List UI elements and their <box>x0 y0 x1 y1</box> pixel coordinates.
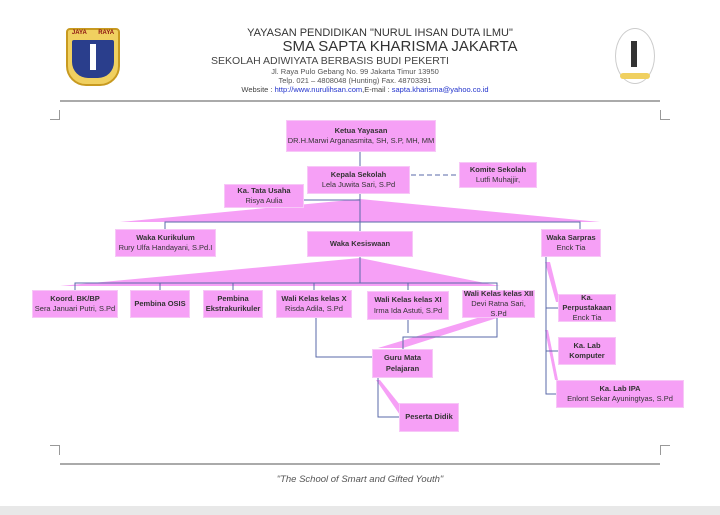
box-title: Kepala Sekolah <box>330 169 387 179</box>
box-title: Peserta Didik <box>405 412 453 422</box>
box-title: Koord. BK/BP <box>50 293 100 303</box>
box-title: Waka Kesiswaan <box>329 238 391 248</box>
box-name: DR.H.Marwi Arganasmita, SH, S.P, MH, MM <box>287 136 435 145</box>
box-title: Waka Sarpras <box>546 232 596 242</box>
connector-line <box>545 257 556 395</box>
box-title: Komite Sekolah <box>469 164 527 174</box>
footer-tagline: "The School of Smart and Gifted Youth" <box>276 474 444 485</box>
box-name: Risda Adila, S.Pd <box>285 304 343 313</box>
box-title: Wali Kelas kelas XI <box>374 295 442 305</box>
corner-mark <box>660 445 670 455</box>
box-name: Lutfi Muhajjir, <box>475 175 521 184</box>
box-title: Pembina OSIS <box>134 298 186 308</box>
connector-line <box>164 221 581 229</box>
org-box-lab-komputer: Ka. Lab Komputer <box>558 337 616 365</box>
org-box-peserta-didik: Peserta Didik <box>399 403 459 432</box>
box-title: Ka. Tata Usaha <box>237 185 291 195</box>
jakarta-logo-text: JAYA RAYA <box>71 30 115 36</box>
fan-shape <box>376 380 400 415</box>
phone: Telp. 021 – 4808048 (Hunting) Fax. 48703… <box>278 76 432 85</box>
connector-line <box>315 318 372 358</box>
box-name: Lela Juwita Sari, S.Pd <box>321 180 396 189</box>
fan-shape <box>60 258 500 286</box>
box-title: Ketua Yayasan <box>334 125 388 135</box>
school-logo <box>615 28 655 84</box>
email-label: ,E-mail : <box>362 85 390 94</box>
box-name: Enck Tia <box>556 243 586 252</box>
fan-shape <box>378 312 497 348</box>
box-title: Wali Kelas kelas X <box>281 293 347 303</box>
box-title: Guru Mata Pelajaran <box>383 353 422 373</box>
website-label: Website : <box>241 85 273 94</box>
org-box-guru: Guru Mata Pelajaran <box>372 349 433 378</box>
foundation-name: YAYASAN PENDIDIKAN "NURUL IHSAN DUTA ILM… <box>247 27 513 39</box>
box-name: Enck Tia <box>572 313 602 323</box>
website-link[interactable]: http://www.nurulihsan.com <box>274 85 363 94</box>
email-link[interactable]: sapta.kharisma@yahoo.co.id <box>391 85 489 94</box>
fan-shape <box>545 262 560 302</box>
org-box-ekskul: Pembina Ekstrakurikuler <box>203 290 263 318</box>
page-bottom-edge <box>0 506 720 515</box>
address: Jl. Raya Pulo Gebang No. 99 Jakarta Timu… <box>271 67 439 76</box>
school-motto: SEKOLAH ADIWIYATA BERBASIS BUDI PEKERTI <box>211 55 449 67</box>
box-title: Ka. Lab Komputer <box>569 340 605 360</box>
corner-mark <box>50 110 60 120</box>
box-title: Ka. Perpustakaan <box>562 292 612 312</box>
connector-line <box>377 378 399 418</box>
box-title: Waka Kurikulum <box>136 232 195 242</box>
box-name: Sera Januari Putri, S.Pd <box>34 304 116 313</box>
corner-mark <box>50 445 60 455</box>
org-box-osis: Pembina OSIS <box>130 290 190 318</box>
box-title: Ka. Lab IPA <box>599 383 641 393</box>
box-title: Pembina Ekstrakurikuler <box>205 293 261 313</box>
box-name: Rury Ulfa Handayani, S.Pd.I <box>118 243 213 252</box>
box-name: Enlont Sekar Ayuningtyas, S.Pd <box>567 394 673 403</box>
box-name: Devi Ratna Sari, S.Pd <box>471 298 526 319</box>
jakarta-logo: JAYA RAYA <box>66 28 120 86</box>
footer-divider <box>60 463 660 465</box>
connector-line <box>402 318 498 349</box>
fan-shape <box>545 330 558 380</box>
box-title: Wali Kelas kelas XII <box>463 288 534 298</box>
school-name: SMA SAPTA KHARISMA JAKARTA <box>282 38 518 55</box>
box-name: Irma Ida Astuti, S.Pd <box>373 305 443 315</box>
contact-line: Website : http://www.nurulihsan.com,E-ma… <box>200 85 530 94</box>
org-box-waka-kesiswaan: Waka Kesiswaan <box>307 231 413 257</box>
connector-line <box>74 282 498 290</box>
header-divider <box>60 100 660 102</box>
corner-mark <box>660 110 670 120</box>
box-name: Risya Aulia <box>245 196 283 205</box>
